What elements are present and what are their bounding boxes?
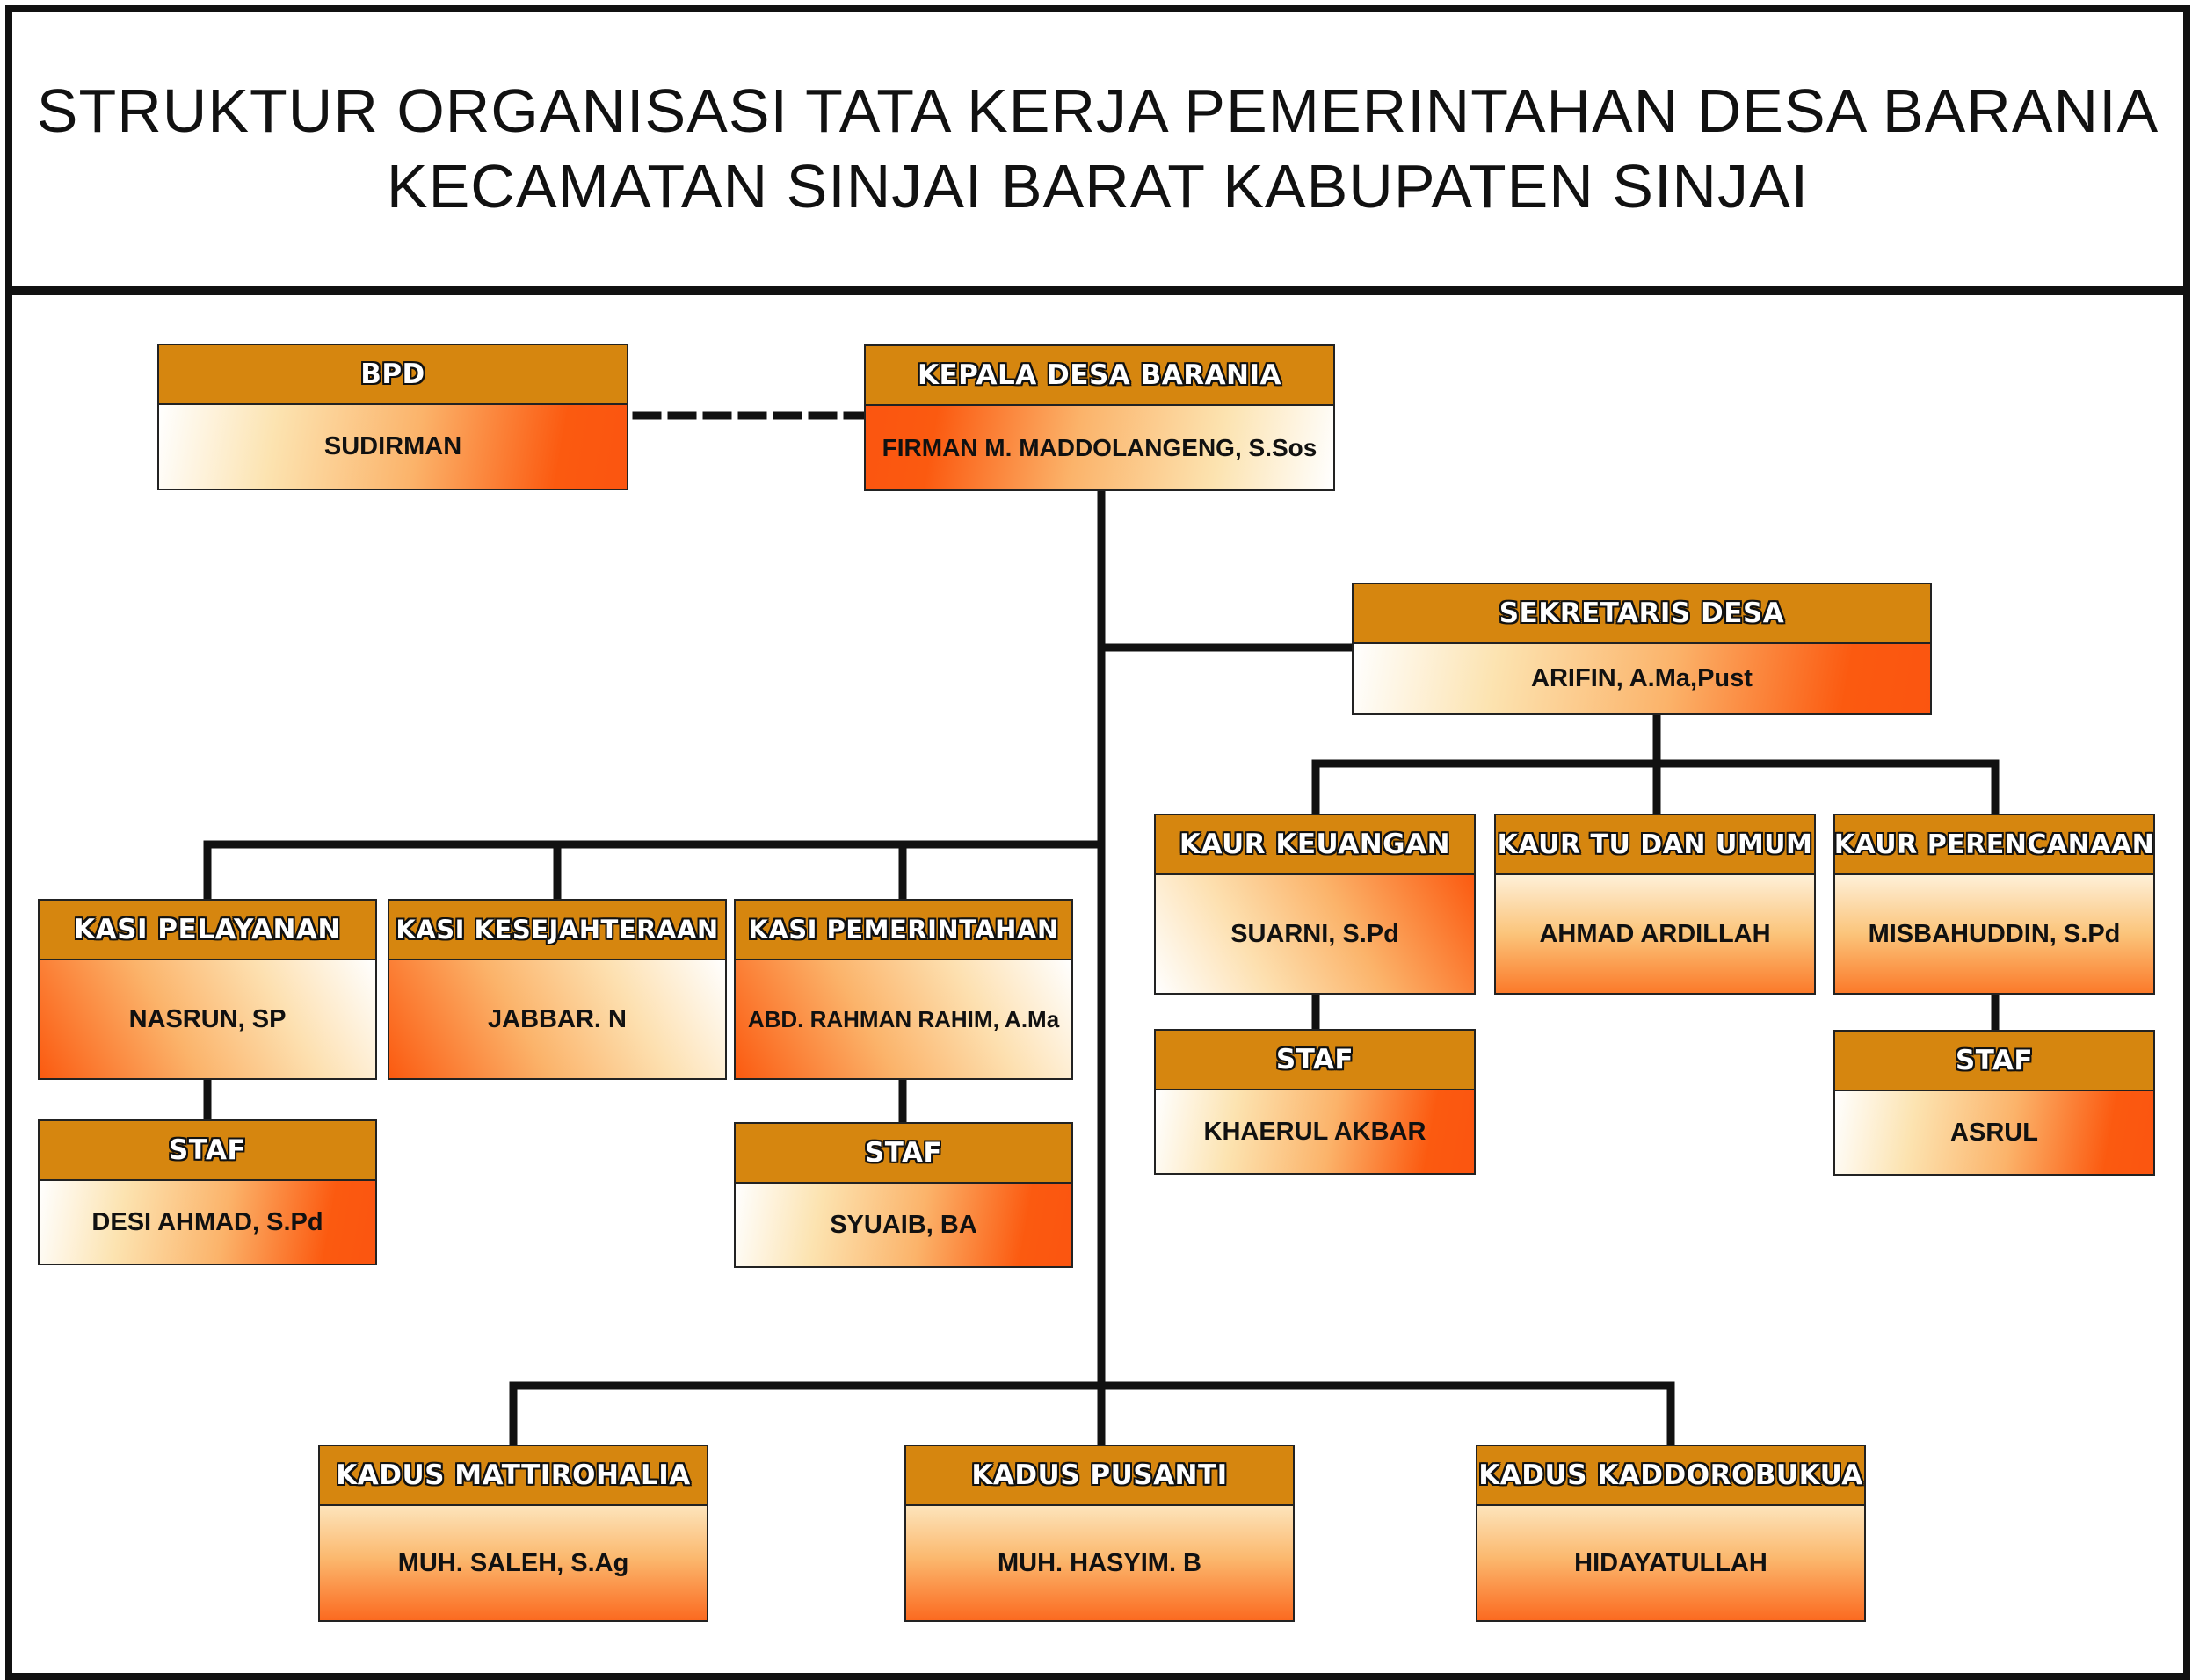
- node-person: ARIFIN, A.Ma,Pust: [1354, 644, 1930, 713]
- node-staf-perencanaan: STAF ASRUL: [1833, 1030, 2155, 1176]
- node-kaur-tu-umum: KAUR TU DAN UMUM AHMAD ARDILLAH: [1494, 814, 1816, 995]
- node-person: KHAERUL AKBAR: [1156, 1090, 1474, 1173]
- node-staf-pelayanan: STAF DESI AHMAD, S.Pd: [38, 1119, 377, 1265]
- node-position: KASI KESEJAHTERAAN: [389, 901, 725, 960]
- node-kepala-desa: KEPALA DESA BARANIA FIRMAN M. MADDOLANGE…: [864, 344, 1335, 491]
- node-position: KAUR KEUANGAN: [1156, 815, 1474, 875]
- node-position: SEKRETARIS DESA: [1354, 584, 1930, 644]
- node-kasi-pelayanan: KASI PELAYANAN NASRUN, SP: [38, 899, 377, 1080]
- node-position: BPD: [159, 345, 627, 405]
- node-position: KEPALA DESA BARANIA: [866, 346, 1333, 406]
- node-person: DESI AHMAD, S.Pd: [40, 1181, 375, 1264]
- node-person: ASRUL: [1835, 1091, 2153, 1174]
- node-bpd: BPD SUDIRMAN: [157, 344, 628, 490]
- node-position: KADUS PUSANTI: [906, 1446, 1293, 1506]
- node-kaur-perencanaan: KAUR PERENCANAAN MISBAHUDDIN, S.Pd: [1833, 814, 2155, 995]
- title-line-1: STRUKTUR ORGANISASI TATA KERJA PEMERINTA…: [36, 76, 2159, 145]
- node-kasi-pemerintahan: KASI PEMERINTAHAN ABD. RAHMAN RAHIM, A.M…: [734, 899, 1073, 1080]
- node-position: STAF: [1835, 1032, 2153, 1091]
- node-position: STAF: [40, 1121, 375, 1181]
- node-person: SYUAIB, BA: [736, 1184, 1071, 1266]
- node-kasi-kesejahteraan: KASI KESEJAHTERAAN JABBAR. N: [388, 899, 727, 1080]
- node-kaur-keuangan: KAUR KEUANGAN SUARNI, S.Pd: [1154, 814, 1476, 995]
- title-line-2: KECAMATAN SINJAI BARAT KABUPATEN SINJAI: [386, 152, 1810, 221]
- node-position: STAF: [736, 1124, 1071, 1184]
- node-person: FIRMAN M. MADDOLANGENG, S.Sos: [866, 406, 1333, 489]
- node-person: MUH. SALEH, S.Ag: [320, 1506, 707, 1620]
- chart-title: STRUKTUR ORGANISASI TATA KERJA PEMERINTA…: [12, 12, 2183, 285]
- node-position: KAUR TU DAN UMUM: [1496, 815, 1814, 875]
- node-person: JABBAR. N: [389, 960, 725, 1078]
- node-person: ABD. RAHMAN RAHIM, A.Ma: [736, 960, 1071, 1078]
- node-person: SUARNI, S.Pd: [1156, 875, 1474, 993]
- node-person: MISBAHUDDIN, S.Pd: [1835, 875, 2153, 993]
- node-sekretaris-desa: SEKRETARIS DESA ARIFIN, A.Ma,Pust: [1352, 583, 1932, 715]
- node-position: STAF: [1156, 1031, 1474, 1090]
- node-position: KAUR PERENCANAAN: [1834, 815, 2154, 875]
- node-kadus-kaddorobukua: KADUS KADDOROBUKUA HIDAYATULLAH: [1476, 1445, 1866, 1622]
- node-person: MUH. HASYIM. B: [906, 1506, 1293, 1620]
- node-position: KASI PELAYANAN: [40, 901, 375, 960]
- node-staf-pemerintahan: STAF SYUAIB, BA: [734, 1122, 1073, 1268]
- node-position: KADUS KADDOROBUKUA: [1477, 1446, 1864, 1506]
- outer-frame: [5, 5, 2190, 1680]
- node-person: SUDIRMAN: [159, 405, 627, 489]
- node-person: HIDAYATULLAH: [1477, 1506, 1864, 1620]
- node-kadus-mattirohalia: KADUS MATTIROHALIA MUH. SALEH, S.Ag: [318, 1445, 708, 1622]
- node-staf-keuangan: STAF KHAERUL AKBAR: [1154, 1029, 1476, 1175]
- title-divider: [5, 286, 2190, 295]
- node-position: KADUS MATTIROHALIA: [320, 1446, 707, 1506]
- node-person: NASRUN, SP: [40, 960, 375, 1078]
- node-person: AHMAD ARDILLAH: [1496, 875, 1814, 993]
- node-kadus-pusanti: KADUS PUSANTI MUH. HASYIM. B: [904, 1445, 1295, 1622]
- node-position: KASI PEMERINTAHAN: [736, 901, 1071, 960]
